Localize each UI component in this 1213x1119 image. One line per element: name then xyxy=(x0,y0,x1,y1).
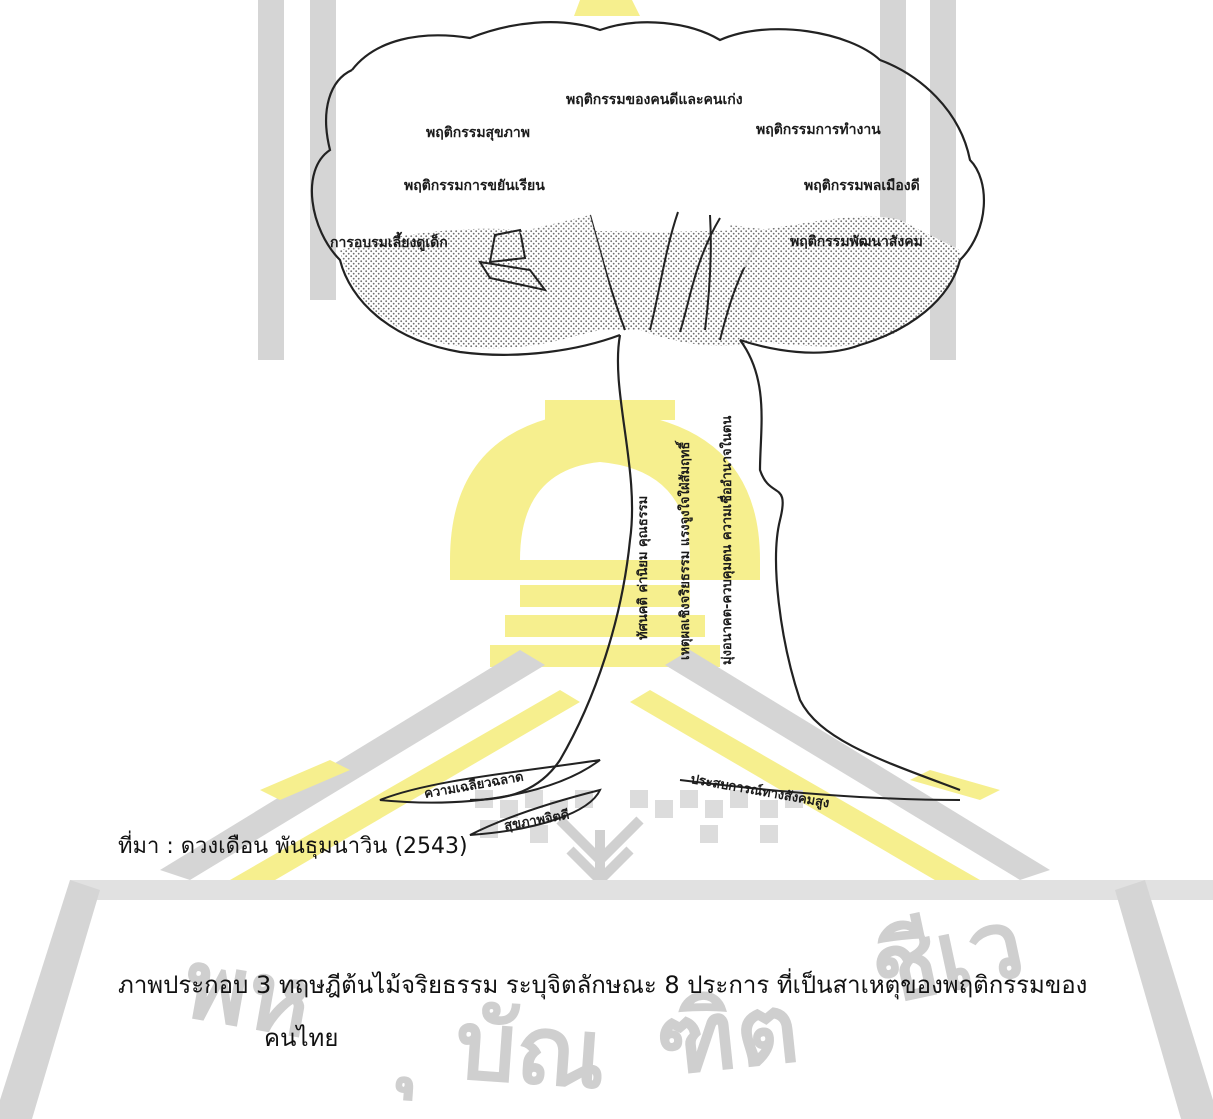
root-label-mental-health: สุขภาพจิตดี xyxy=(503,807,571,834)
trunk-label-attitude: ทัศนคติ ค่านิยม คุณธรรม xyxy=(636,496,651,640)
figure-caption-line-1: ภาพประกอบ 3 ทฤษฎีต้นไม้จริยธรรม ระบุจิตล… xyxy=(118,965,1178,1004)
svg-text:ชีเว: ชีเว xyxy=(861,885,1033,1027)
crown-label-health: พฤติกรรมสุขภาพ xyxy=(426,125,530,141)
source-citation: ที่มา : ดวงเดือน พันธุมนาวิน (2543) xyxy=(118,828,468,863)
trunk-label-ethics-motivation: เหตุผลเชิงจริยธรรม แรงจูงใจใฝ่สัมฤทธิ์ xyxy=(674,440,693,660)
root-label-social-experience: ประสบการณ์ทางสังคมสูง xyxy=(689,771,830,811)
crown-label-citizen: พฤติกรรมพลเมืองดี xyxy=(804,178,920,194)
crown-label-study: พฤติกรรมการขยันเรียน xyxy=(404,178,545,194)
ethics-tree-diagram: พฤติกรรมของคนดีและคนเก่ง พฤติกรรมสุขภาพ … xyxy=(0,0,1213,870)
crown-label-work: พฤติกรรมการทำงาน xyxy=(756,122,881,138)
crown-label-good-smart: พฤติกรรมของคนดีและคนเก่ง xyxy=(566,92,743,108)
figure-caption-line-2: คนไทย xyxy=(264,1018,338,1057)
tree-trunk xyxy=(470,335,960,800)
crown-label-social-dev: พฤติกรรมพัฒนาสังคม xyxy=(790,234,923,250)
trunk-label-future-control: มุ่งอนาคต-ควบคุมตน ความเชื่ออำนาจในตน xyxy=(717,416,735,665)
root-label-intelligence: ความเฉลียวฉลาด xyxy=(423,769,525,802)
